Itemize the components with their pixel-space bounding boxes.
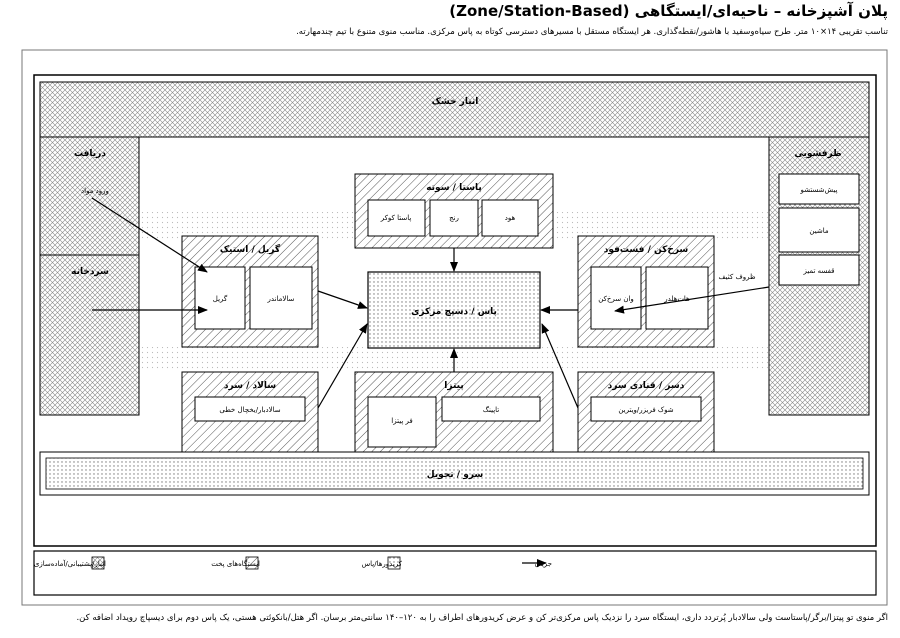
flow-arrow-salad-to-pass — [317, 323, 368, 409]
prewash-label: پیش‌شستشو — [799, 186, 837, 194]
machine-label: ماشین — [809, 227, 828, 235]
dishwashing-label: ظرفشویی — [794, 149, 841, 159]
salamander-label: سالاماندر — [267, 295, 295, 303]
clean-shelf-box — [778, 254, 860, 286]
receiving-label: دریافت — [74, 149, 106, 159]
flow-arrow-dessert-to-pass — [541, 323, 579, 409]
page-subtitle: تناسب تقریبی ۱۴×۱۰ متر. طرح سیاه‌وسفید ب… — [296, 27, 888, 37]
salad-fridge-label: سالادبار/یخچال خطی — [219, 406, 280, 414]
grill-box — [194, 266, 246, 330]
fryer-station-label: سرخ‌کن / فست‌فود — [604, 245, 689, 255]
grill-label: گریل — [213, 294, 228, 303]
pasta-cooker-label: پاستا کوکر — [380, 214, 412, 222]
dry-storage-label: انبار خشک — [432, 97, 479, 107]
flow-arrow-dirty-dishes — [614, 286, 770, 314]
topping-box — [441, 396, 541, 422]
shock-freezer-box — [590, 396, 702, 422]
legend-swatch-cooking — [245, 556, 259, 570]
dirty-dishes-label: ظروف کثیف — [718, 273, 756, 281]
cold-room-zone — [39, 254, 140, 416]
pizza-oven-box — [367, 396, 437, 448]
receiving-zone — [39, 136, 140, 256]
page-title: پلان آشپزخانه – ناحیه‌ای/ایستگاهی (Zone/… — [449, 2, 888, 20]
pasta-station-label: پاستا / سوته — [426, 183, 482, 193]
salad-station-label: سالاد / سرد — [224, 381, 276, 391]
hot-holder-label: هات‌هلدر — [663, 295, 690, 303]
salad-fridge-box — [194, 396, 306, 422]
legend-swatch-storage — [91, 556, 105, 570]
footnote: اگر منوی تو پیتزا/برگر/پاستاست ولی سالاد… — [76, 613, 888, 623]
legend-label-flow: جریان — [535, 560, 552, 568]
fryer-label: وان سرخ‌کن — [598, 295, 634, 303]
legend-label-cooking: ایستگاه‌های پخت — [211, 559, 260, 568]
central-pass-station — [367, 271, 541, 349]
serve-line-zone — [45, 457, 864, 490]
topping-label: تاپینگ — [483, 405, 500, 414]
legend-box — [33, 550, 877, 596]
hood-label: هود — [505, 214, 516, 222]
machine-box — [778, 207, 860, 253]
salamander-box — [249, 266, 313, 330]
dry-storage-zone — [39, 81, 870, 138]
prewash-box — [778, 173, 860, 205]
range-box — [429, 199, 479, 237]
pasta-cooker-box — [367, 199, 426, 237]
serve-line-label: سرو / تحویل — [427, 470, 484, 480]
legend-label-storage: انبار/پشتیبانی/آماده‌سازی — [34, 559, 106, 568]
fryer-box — [590, 266, 642, 330]
cold-room-label: سردخانه — [71, 267, 109, 277]
range-label: رنج — [449, 214, 459, 222]
hood-box — [481, 199, 539, 237]
material-entry-label: ورود مواد — [81, 187, 109, 195]
grill-station-label: گریل / استیک — [220, 243, 281, 255]
legend-label-corridor: کریدورها/پاس — [362, 560, 403, 568]
pizza-oven-label: فر پیتزا — [391, 417, 412, 425]
clean-shelf-label: قفسه تمیز — [802, 267, 834, 275]
flow-arrow-grill-to-pass — [317, 290, 368, 309]
dessert-station-label: دسر / قنادی سرد — [608, 381, 685, 391]
shock-freezer-label: شوک فریزر/ویترین — [618, 406, 673, 414]
legend-swatch-corridor — [387, 556, 401, 570]
flow-arrow-receiving-to-grill — [91, 197, 208, 273]
pizza-station-label: پیتزا — [444, 381, 463, 391]
central-pass-label: پاس / دسپچ مرکزی — [411, 307, 497, 317]
